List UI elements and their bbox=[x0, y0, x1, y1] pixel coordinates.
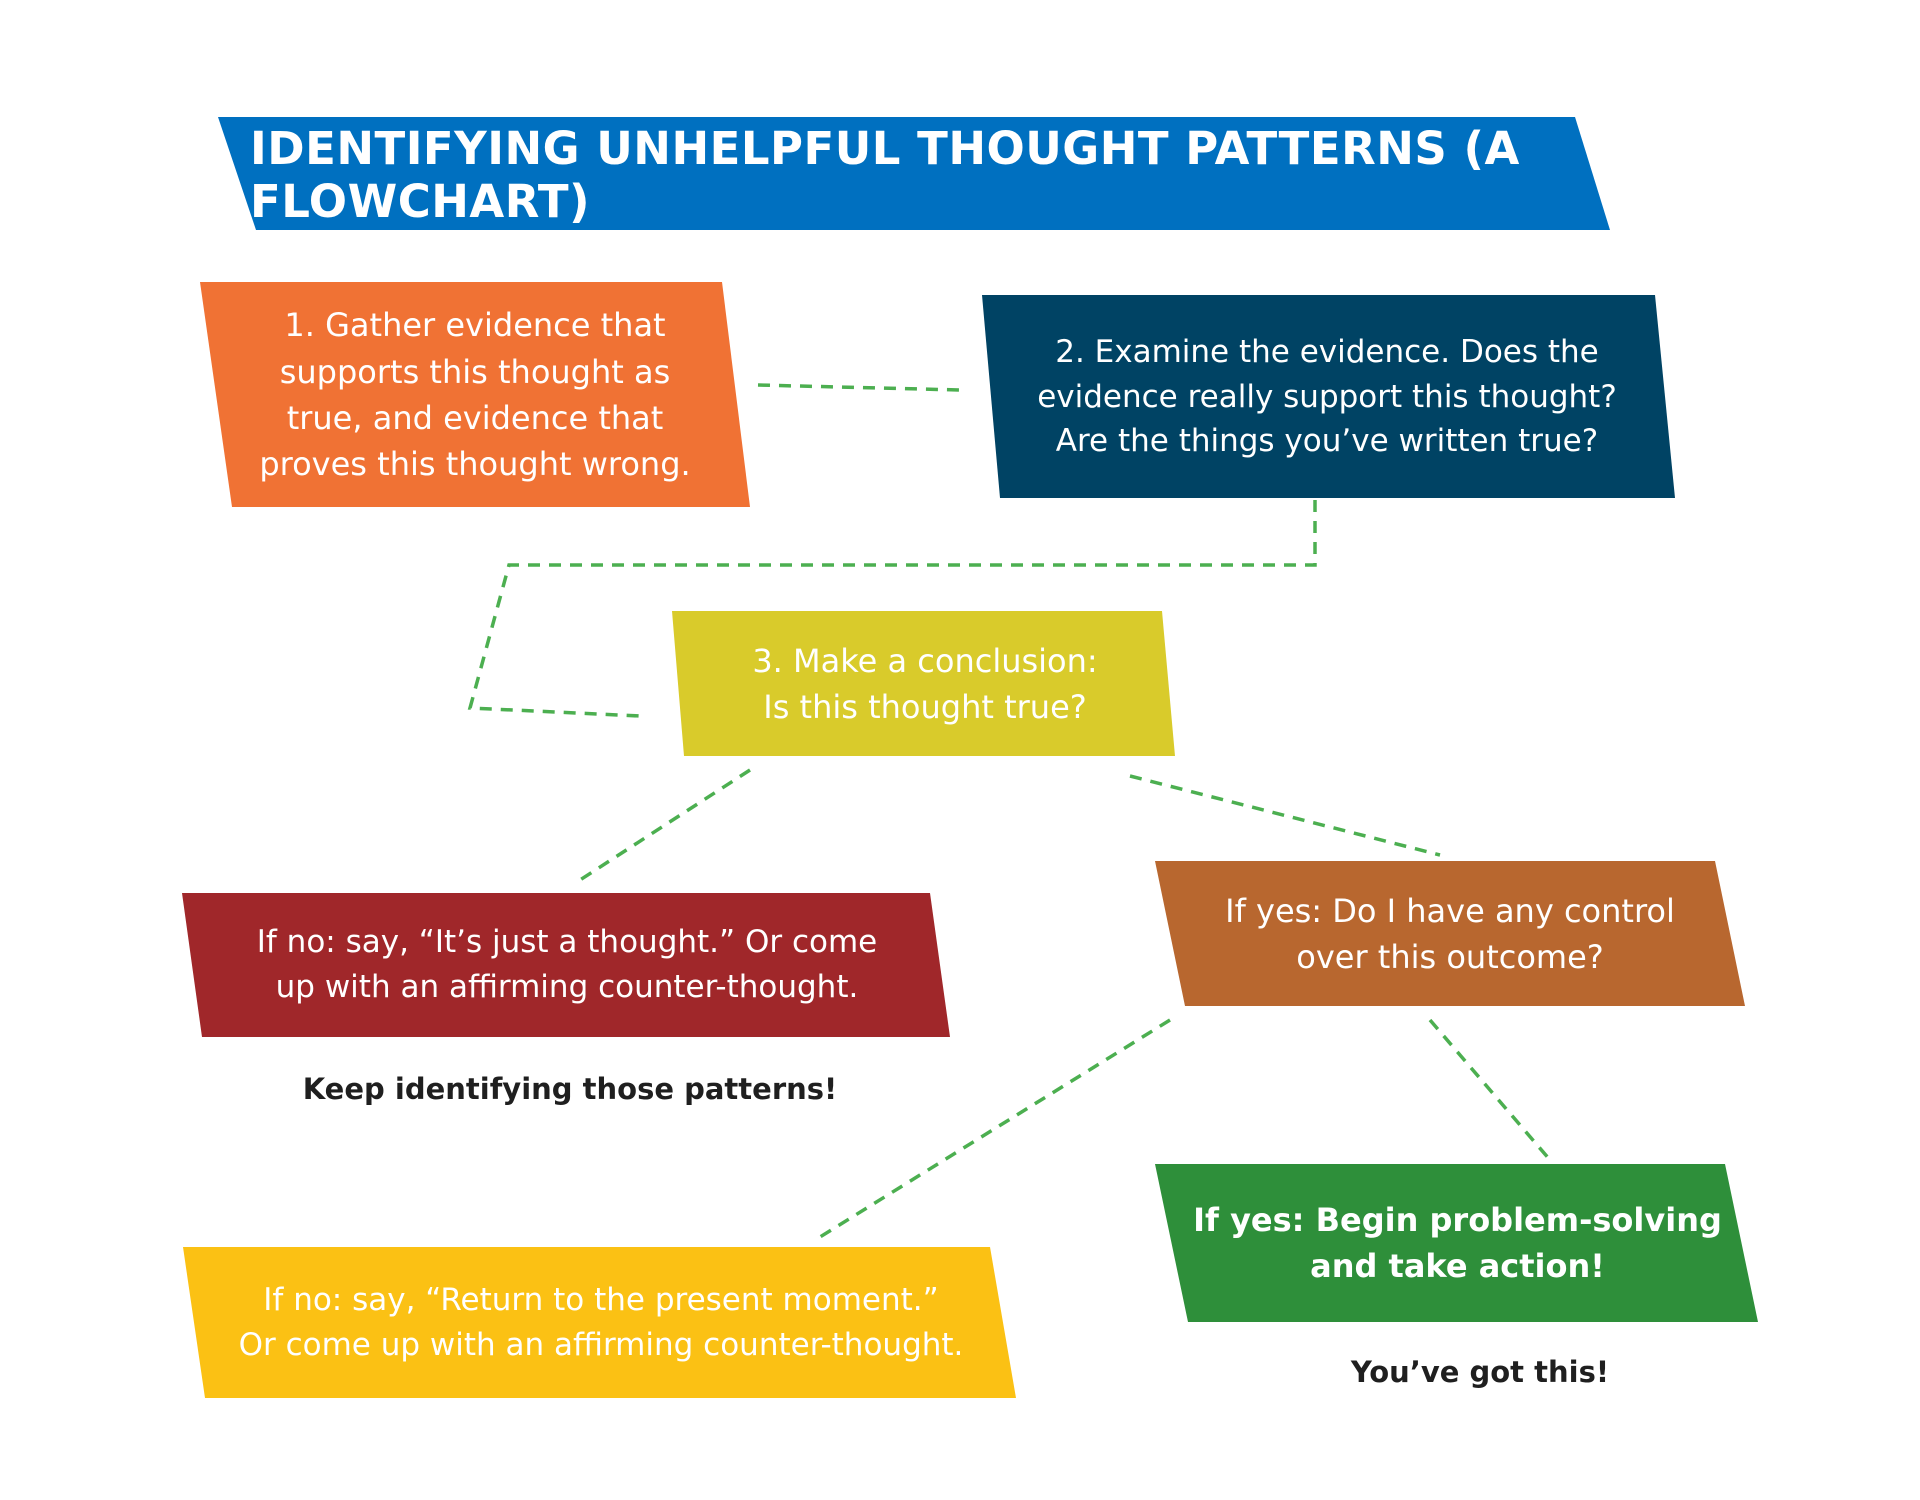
yes2-box bbox=[1155, 1164, 1758, 1322]
title-banner bbox=[218, 117, 1610, 230]
yes1-box bbox=[1155, 861, 1745, 1006]
connector-step2-step3 bbox=[467, 500, 1317, 718]
no1-label: If no: say, “It’s just a thought.” Or co… bbox=[256, 924, 878, 1005]
no2-label: If no: say, “Return to the present momen… bbox=[238, 1281, 964, 1363]
youve-got-this-note: You’ve got this! bbox=[1350, 1355, 1610, 1389]
step1-box bbox=[200, 282, 750, 507]
connector-step3-yes1 bbox=[1129, 774, 1441, 857]
connector-step1-step2 bbox=[757, 383, 961, 392]
connector-yes1-yes2 bbox=[1428, 1018, 1552, 1162]
step2-box bbox=[982, 295, 1675, 498]
page-title: IDENTIFYING UNHELPFUL THOUGHT PATTERNS (… bbox=[250, 122, 1520, 228]
step3-label: 3. Make a conclusion: Is this thought tr… bbox=[752, 641, 1098, 726]
step1-label: 1. Gather evidence that supports this th… bbox=[259, 306, 691, 484]
connectors bbox=[467, 383, 1552, 1239]
step2-label: 2. Examine the evidence. Does the eviden… bbox=[1037, 333, 1617, 460]
no2-text: If no: say, “Return to the present momen… bbox=[196, 1250, 1006, 1395]
no2-box bbox=[183, 1247, 1016, 1398]
yes1-label: If yes: Do I have any control over this … bbox=[1225, 891, 1675, 976]
yes1-text: If yes: Do I have any control over this … bbox=[1170, 864, 1730, 1004]
step3-box bbox=[672, 611, 1175, 756]
keep-identifying-note: Keep identifying those patterns! bbox=[302, 1072, 838, 1106]
no1-text: If no: say, “It’s just a thought.” Or co… bbox=[192, 896, 942, 1034]
connector-step3-no1 bbox=[579, 768, 751, 882]
step3-text: 3. Make a conclusion: Is this thought tr… bbox=[680, 614, 1170, 754]
yes2-text: If yes: Begin problem-solving and take a… bbox=[1170, 1167, 1745, 1319]
step2-text: 2. Examine the evidence. Does the eviden… bbox=[992, 298, 1662, 496]
step1-text: 1. Gather evidence that supports this th… bbox=[225, 286, 725, 504]
yes2-label: If yes: Begin problem-solving and take a… bbox=[1193, 1200, 1722, 1285]
no1-box bbox=[182, 893, 950, 1037]
connector-yes1-no2 bbox=[819, 1018, 1171, 1239]
